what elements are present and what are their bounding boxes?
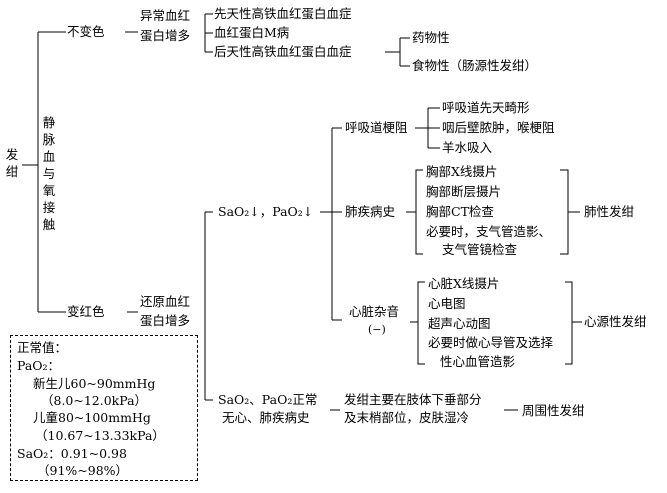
normal-value-line: （8.0~12.0kPa）: [41, 393, 148, 408]
normal-values-title: 正常值：: [17, 340, 68, 355]
resp-item: 咽后壁脓肿，喉梗阻: [442, 120, 555, 135]
no-color-change: 不变色: [67, 24, 105, 39]
peripheral-desc-1: 发绀主要在肢体下垂部分: [344, 392, 482, 407]
turns-red: 变红色: [67, 304, 105, 319]
peripheral-desc-2: 及末梢部位，皮肤湿冷: [344, 410, 470, 425]
abnormal-hb-2: 蛋白增多: [140, 28, 191, 43]
normal-value-line: （10.67~13.33kPa）: [35, 428, 165, 443]
reduced-hb-2: 蛋白增多: [140, 313, 191, 328]
normal-values-box: 正常值： PaO₂： 新生儿60~90mmHg （8.0~12.0kPa） 儿童…: [10, 335, 198, 481]
abnormal-hb-1: 异常血红: [140, 8, 191, 23]
acquired-cause: 药物性: [412, 30, 450, 45]
normal-value-line: 儿童80~100mmHg: [33, 410, 151, 425]
lung-item: 胸部X线摄片: [426, 164, 498, 179]
normal-value-line: PaO₂：: [17, 358, 61, 373]
normal-condition-1: SaO₂、PaO₂正常: [218, 392, 318, 407]
abnormal-item: 后天性高铁血红蛋白血症: [214, 44, 352, 59]
acquired-cause: 食物性（肠源性发绀）: [412, 58, 538, 73]
lung-item: 胸部断层摄片: [426, 184, 502, 199]
peripheral-result: 周围性发绀: [522, 403, 585, 418]
resp-obstruction: 呼吸道梗阻: [345, 120, 408, 135]
heart-item: 超声心动图: [428, 316, 491, 331]
abnormal-item: 先天性高铁血红蛋白血症: [214, 6, 352, 21]
normal-value-line: 新生儿60~90mmHg: [33, 376, 156, 391]
abnormal-item: 血红蛋白M病: [214, 25, 290, 40]
resp-item: 羊水吸入: [442, 140, 493, 155]
normal-value-line: SaO₂：0.91~0.98: [17, 446, 127, 461]
heart-item: 必要时做心导管及选择: [428, 335, 554, 350]
heart-item: 心脏X线摄片: [428, 276, 500, 291]
lung-item: 支气管镜检查: [442, 242, 518, 257]
lung-history: 肺疾病史: [345, 204, 396, 219]
normal-condition-2: 无心、肺疾病史: [222, 410, 310, 425]
heart-item: 心电图: [428, 296, 466, 311]
heart-item: 性心血管造影: [440, 354, 516, 369]
resp-item: 呼吸道先天畸形: [442, 100, 530, 115]
contact-label: 静脉血与氧接触: [42, 115, 56, 232]
lung-result: 肺性发绀: [584, 204, 635, 219]
normal-value-line: （91%~98%）: [37, 463, 129, 478]
lung-item: 必要时，支气管造影、: [426, 224, 552, 239]
heart-result: 心源性发绀: [584, 314, 647, 329]
lung-item: 胸部CT检查: [426, 204, 494, 219]
heart-murmur-sign: (−): [368, 323, 386, 336]
heart-murmur: 心脏杂音: [349, 304, 400, 319]
reduced-hb-1: 还原血红: [140, 294, 191, 309]
sao2-condition: SaO₂↓，PaO₂↓: [218, 204, 314, 219]
root-label: 发绀: [5, 147, 19, 179]
